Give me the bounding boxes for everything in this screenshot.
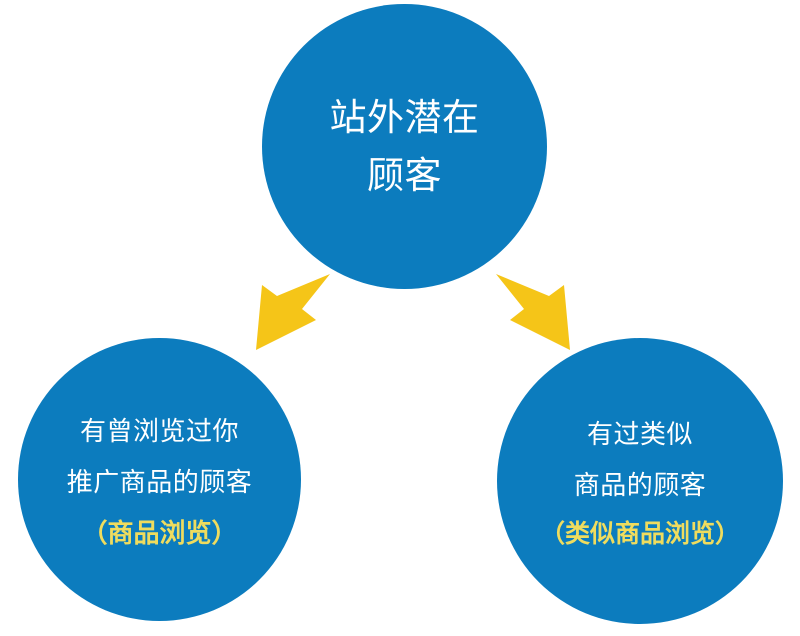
- node-offsite-potential-customers[interactable]: 站外潜在 顾客: [262, 4, 547, 289]
- node-similar-tag: （类似商品浏览）: [539, 520, 740, 549]
- node-product-browsers[interactable]: 有曾浏览过你 推广商品的顾客 （商品浏览）: [18, 338, 301, 621]
- node-similar-product-browsers[interactable]: 有过类似 商品的顾客 （类似商品浏览）: [497, 338, 783, 624]
- node-browsed-line-1: 有曾浏览过你: [79, 416, 239, 447]
- node-similar-line-2: 商品的顾客: [573, 469, 707, 500]
- node-root-line-1: 站外潜在: [329, 97, 480, 139]
- node-browsed-tag: （商品浏览）: [81, 517, 238, 548]
- arrow-down-left-icon: [256, 274, 330, 350]
- node-root-line-2: 顾客: [367, 154, 442, 196]
- node-browsed-line-2: 推广商品的顾客: [66, 467, 253, 498]
- node-similar-line-1: 有过类似: [586, 418, 693, 449]
